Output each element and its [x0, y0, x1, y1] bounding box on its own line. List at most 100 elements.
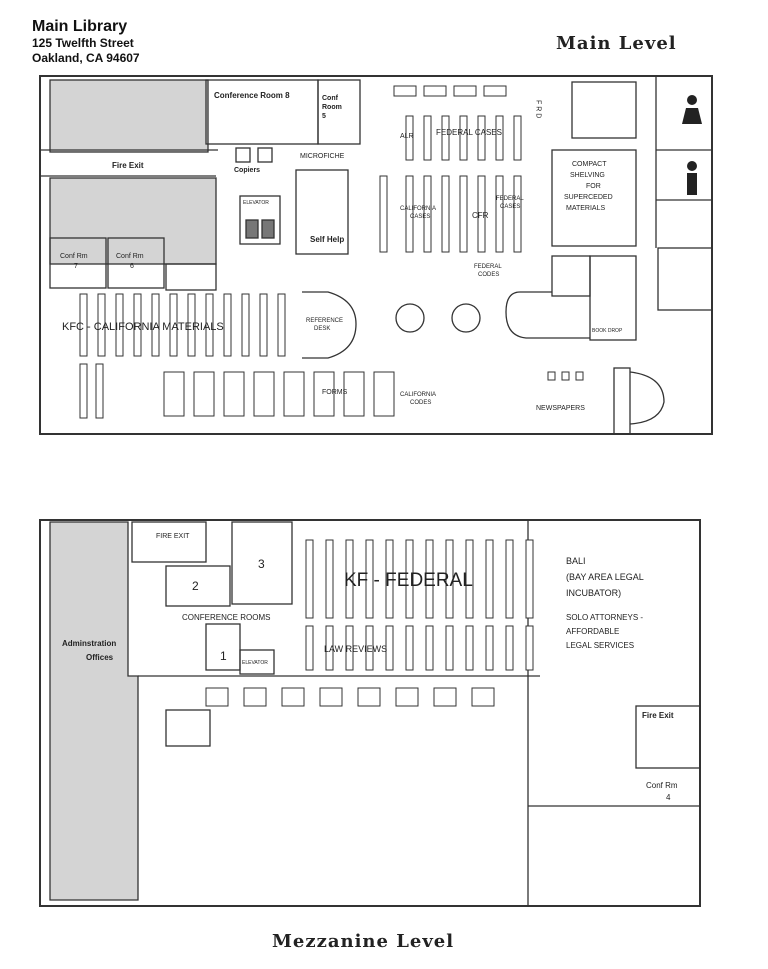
- label-mezz-fire-exit: FIRE EXIT: [156, 533, 190, 540]
- shelf-unit: [495, 115, 504, 161]
- copier: [235, 147, 251, 163]
- label-copiers: Copiers: [234, 167, 260, 174]
- storage-room-upper: [49, 79, 209, 153]
- main-shelving: [79, 85, 584, 419]
- label-federal-cases-small-b: CASES: [500, 204, 520, 210]
- label-compact-b: SHELVING: [570, 172, 605, 179]
- shelf-unit: [465, 539, 474, 619]
- label-alr: ALR: [400, 133, 414, 140]
- shelf-unit: [277, 293, 286, 357]
- label-room-2: 2: [192, 579, 199, 593]
- shelf-unit: [441, 115, 450, 161]
- reference-desk: [302, 291, 357, 359]
- label-reference-b: DESK: [314, 326, 330, 332]
- label-conf-room-5-b: Room: [322, 104, 342, 111]
- label-federal-codes-a: FEDERAL: [474, 264, 502, 270]
- label-administration-b: Offices: [86, 653, 114, 662]
- shelf-unit: [373, 371, 395, 417]
- shelf-unit: [513, 175, 522, 253]
- label-conf-room-5-a: Conf: [322, 95, 339, 102]
- shelf-unit: [505, 625, 514, 671]
- shelf-unit: [405, 625, 414, 671]
- label-federal-cases-small-a: FEDERAL: [496, 196, 524, 202]
- mezz-stairs: [165, 709, 211, 747]
- shelf-unit: [79, 293, 88, 357]
- conference-room-8: [205, 79, 319, 145]
- label-conf-rm-7-b: 7: [74, 263, 78, 270]
- shelf-unit: [385, 539, 394, 619]
- label-california-codes-a: CALIFORNIA: [400, 392, 436, 398]
- shelf-unit: [433, 687, 457, 707]
- shelf-unit: [223, 371, 245, 417]
- label-california-cases-b: CASES: [410, 214, 430, 220]
- label-self-help: Self Help: [310, 235, 344, 244]
- label-conf-rm-4-a: Conf Rm: [646, 781, 678, 790]
- label-room-1: 1: [220, 649, 227, 663]
- label-federal-codes-b: CODES: [478, 272, 499, 278]
- shelf-unit: [483, 85, 507, 97]
- shelf-unit: [325, 625, 334, 671]
- library-name: Main Library: [32, 18, 128, 35]
- label-solo-b: AFFORDABLE: [566, 627, 619, 636]
- mezz-elevator: [239, 649, 275, 675]
- study-table: [395, 303, 425, 333]
- shelf-unit: [365, 625, 374, 671]
- label-frd: F R D: [535, 100, 542, 118]
- label-forms: FORMS: [322, 389, 348, 396]
- main-elevator: [239, 195, 281, 245]
- shelf-unit: [477, 115, 486, 161]
- shelf-unit: [169, 293, 178, 357]
- shelf-unit: [305, 625, 314, 671]
- shelf-unit: [205, 293, 214, 357]
- shelf-unit: [115, 293, 124, 357]
- label-newspapers: NEWSPAPERS: [536, 405, 585, 412]
- shelf-unit: [495, 175, 504, 253]
- label-solo-a: SOLO ATTORNEYS -: [566, 613, 643, 622]
- shelf-unit: [253, 371, 275, 417]
- shelf-unit: [459, 115, 468, 161]
- shelf-unit: [525, 625, 534, 671]
- shelf-unit: [405, 539, 414, 619]
- women-restroom-icon: [687, 95, 697, 105]
- shelf-unit: [379, 175, 388, 253]
- label-conference-rooms: CONFERENCE ROOMS: [182, 613, 270, 622]
- conference-room-3: [231, 521, 293, 605]
- shelf-unit: [445, 625, 454, 671]
- fire-exit-stairs: [131, 521, 207, 563]
- administration-offices: [49, 521, 139, 901]
- shelf-unit: [385, 625, 394, 671]
- study-table: [451, 303, 481, 333]
- shelf-unit: [485, 539, 494, 619]
- label-solo-c: LEGAL SERVICES: [566, 641, 634, 650]
- shelf-unit: [343, 371, 365, 417]
- conf-room-7: [49, 237, 107, 289]
- circulation-desk: [505, 291, 590, 339]
- shelf-unit: [97, 293, 106, 357]
- shelf-unit: [283, 371, 305, 417]
- label-reference-a: REFERENCE: [306, 318, 343, 324]
- shelf-unit: [325, 539, 334, 619]
- shelf-unit: [395, 687, 419, 707]
- self-help-area: [295, 169, 349, 255]
- shelf-unit: [465, 625, 474, 671]
- label-compact-e: MATERIALS: [566, 205, 605, 212]
- shelf-unit: [405, 115, 414, 161]
- shelf-unit: [187, 293, 196, 357]
- fire-exit-right: [635, 705, 701, 769]
- shelf-unit: [453, 85, 477, 97]
- shelf-unit: [163, 371, 185, 417]
- entrance-desk: [629, 371, 665, 425]
- shelf-unit: [133, 293, 142, 357]
- shelf-unit: [243, 687, 267, 707]
- shelf-unit: [561, 371, 570, 381]
- label-federal-cases: FEDERAL CASES: [436, 128, 502, 137]
- label-mezz-elevator: ELEVATOR: [242, 660, 268, 666]
- storage-room-lower: [49, 177, 217, 265]
- shelf-unit: [345, 539, 354, 619]
- shelf-unit: [485, 625, 494, 671]
- label-fire-exit: Fire Exit: [112, 161, 144, 170]
- stairs-right: [657, 247, 713, 311]
- compact-shelving-upper: [571, 81, 637, 139]
- label-administration-a: Adminstration: [62, 639, 116, 648]
